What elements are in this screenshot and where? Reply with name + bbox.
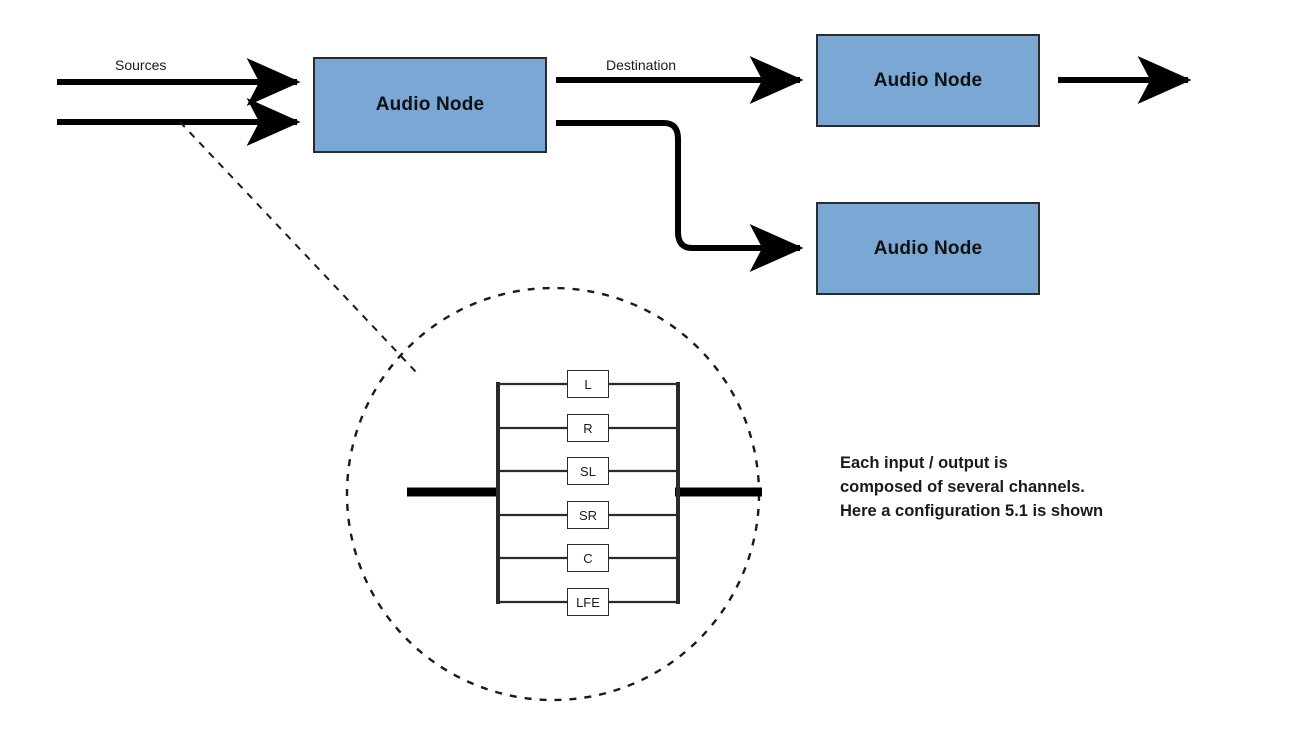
channel-label-l: L (584, 376, 592, 392)
destination-elbow-connector (556, 120, 804, 272)
channel-box-c[interactable]: C (567, 544, 609, 572)
audio-node-output-top[interactable]: Audio Node (816, 34, 1040, 127)
channel-box-l[interactable]: L (567, 370, 609, 398)
audio-node-output-top-label: Audio Node (873, 69, 983, 91)
destination-label: Destination (606, 57, 677, 73)
sources-label: Sources (115, 57, 167, 73)
channel-box-sl[interactable]: SL (567, 457, 609, 485)
caption-line-3: Here a configuration 5.1 is shown (840, 501, 1104, 520)
channel-box-sr[interactable]: SR (567, 501, 609, 529)
audio-node-output-bottom[interactable]: Audio Node (816, 202, 1040, 295)
audio-node-output-bottom-label: Audio Node (873, 237, 983, 259)
caption-line-1: Each input / output is (840, 454, 1008, 472)
audio-node-input[interactable]: Audio Node (313, 57, 547, 153)
magnifier-leader-line (179, 121, 417, 373)
caption-block: Each input / output is composed of sever… (840, 452, 1170, 524)
channel-label-c: C (583, 550, 593, 566)
caption-line-2: composed of several channels. (840, 477, 1085, 496)
channel-label-sl: SL (580, 463, 596, 479)
channel-label-lfe: LFE (576, 594, 600, 610)
channel-label-sr: SR (578, 507, 598, 523)
audio-node-input-label: Audio Node (375, 94, 485, 115)
channel-box-lfe[interactable]: LFE (567, 588, 609, 616)
channel-label-r: R (583, 420, 593, 436)
channel-box-r[interactable]: R (567, 414, 609, 442)
